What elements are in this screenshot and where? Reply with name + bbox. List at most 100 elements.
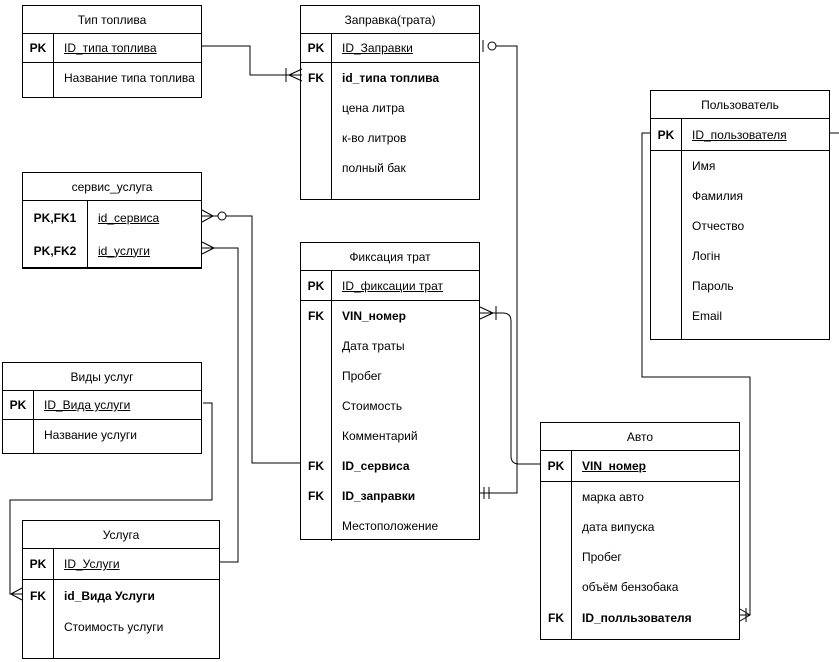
key-label [301, 511, 332, 541]
key-label: PK,FK2 [23, 234, 88, 267]
attr-name: id_сервиса [98, 210, 160, 225]
crow-foot-many [201, 209, 214, 223]
table-row: Фамилия [651, 181, 829, 211]
table-row: PK,FK1 id_сервиса [23, 201, 201, 234]
attr-name: марка авто [582, 490, 644, 504]
key-label [541, 572, 572, 602]
key-label [541, 512, 572, 542]
table-row: Название типа топлива [23, 63, 201, 93]
attr-name: Название услуги [44, 428, 137, 442]
table-row-filler [541, 634, 739, 639]
table-row: PK ID_Услуги [23, 549, 219, 580]
attr-name: Имя [692, 159, 716, 173]
attr-name: Стоимость услуги [64, 620, 164, 634]
key-label [301, 361, 332, 391]
entity-title: Виды услуг [3, 363, 201, 391]
key-label [651, 241, 682, 271]
table-row: марка авто [541, 482, 739, 512]
table-row: Пробег [301, 361, 479, 391]
entity-servis-usluga[interactable]: сервис_услуга PK,FK1 id_сервиса PK,FK2 i… [22, 172, 202, 269]
table-row-filler [23, 93, 201, 97]
key-label: PK [541, 451, 572, 481]
key-label: FK [301, 63, 332, 93]
attr-name: ID_фиксации трат [342, 278, 443, 293]
attr-name: Отчество [692, 219, 745, 233]
table-row: PK ID_фиксации трат [301, 271, 479, 301]
relationship-fiksacia-avto-vin[interactable] [479, 306, 540, 465]
relationship-zapravka-fiksacia[interactable] [480, 40, 518, 499]
table-row: Дата траты [301, 331, 479, 361]
key-label [651, 181, 682, 211]
key-label [301, 153, 332, 183]
table-row: FK ID_заправки [301, 481, 479, 511]
attr-name: id_Вида Услуги [64, 589, 155, 603]
key-label: PK [651, 119, 682, 150]
cardinality-one-one-bars [483, 487, 490, 499]
table-row-filler [23, 642, 219, 658]
key-label: FK [301, 451, 332, 481]
entity-vidy-uslug[interactable]: Виды услуг PK ID_Вида услуги Название ус… [2, 362, 202, 454]
table-row: FK id_Вида Услуги [23, 580, 219, 612]
attr-name: Пробег [342, 369, 382, 383]
key-label: PK [23, 549, 54, 579]
attr-name: Фамилия [692, 189, 743, 203]
table-row: PK ID_пользователя [651, 119, 829, 151]
attr-name: id_типа топлива [342, 71, 440, 85]
key-label [651, 211, 682, 241]
cardinality-zero-circle [217, 211, 227, 221]
entity-fiksacia-trat[interactable]: Фиксация трат PK ID_фиксации трат FK VIN… [300, 242, 480, 541]
attr-name: ID_типа топлива [64, 41, 157, 55]
table-row: PK ID_Заправки [301, 34, 479, 63]
key-label [23, 63, 54, 93]
table-row: PK ID_типа топлива [23, 34, 201, 63]
attr-name: Логін [692, 249, 721, 263]
attr-name: ID_сервиса [342, 459, 410, 473]
relationship-fuel-type-zapravka[interactable] [202, 45, 303, 82]
table-row: FK id_типа топлива [301, 63, 479, 93]
table-row: Пробег [541, 542, 739, 572]
attr-name: Стоимость [342, 399, 403, 413]
key-label [301, 93, 332, 123]
entity-polzovatel[interactable]: Пользователь PK ID_пользователя Имя Фами… [650, 90, 830, 340]
table-row: FK ID_полльзователя [541, 602, 739, 634]
table-row-filler [3, 450, 201, 453]
attr-name: ID_Заправки [342, 41, 413, 55]
table-row: FK VIN_номер [301, 301, 479, 331]
key-label [541, 542, 572, 572]
key-label: PK,FK1 [23, 201, 88, 234]
table-row: Комментарий [301, 421, 479, 451]
entity-title: Заправка(трата) [301, 6, 479, 34]
key-label [301, 421, 332, 451]
table-row: Стоимость услуги [23, 612, 219, 642]
key-label: PK [3, 391, 34, 419]
relationship-usluga-servis-usluga[interactable] [201, 241, 239, 563]
entity-usluga[interactable]: Услуга PK ID_Услуги FK id_Вида Услуги Ст… [22, 520, 220, 659]
key-label [651, 151, 682, 181]
key-label: FK [301, 481, 332, 511]
key-label: FK [301, 301, 332, 331]
table-row: PK VIN_номер [541, 451, 739, 482]
entity-title: Услуга [23, 521, 219, 549]
key-label [301, 331, 332, 361]
attr-name: объём бензобака [582, 580, 679, 594]
attr-name: полный бак [342, 161, 406, 175]
attr-name: к-во литров [342, 131, 407, 145]
crow-foot-many [739, 608, 751, 622]
attr-name: VIN_номер [582, 459, 646, 473]
entity-zapravka[interactable]: Заправка(трата) PK ID_Заправки FK id_тип… [300, 5, 480, 200]
relationship-servis-usluga-fiksacia[interactable] [201, 209, 300, 464]
table-row: Логін [651, 241, 829, 271]
entity-title: Авто [541, 423, 739, 451]
key-label [23, 612, 54, 642]
attr-name: Название типа топлива [64, 71, 195, 85]
attr-name: id_услуги [98, 243, 150, 258]
entity-fuel-type[interactable]: Тип топлива PK ID_типа топлива Название … [22, 5, 202, 98]
entity-avto[interactable]: Авто PK VIN_номер марка авто дата випуск… [540, 422, 740, 640]
attr-name: Email [692, 309, 723, 323]
table-row: дата випуска [541, 512, 739, 542]
table-row: Отчество [651, 211, 829, 241]
key-label [301, 123, 332, 153]
attr-name: дата випуска [582, 520, 655, 534]
attr-name: ID_Вида услуги [44, 398, 131, 412]
key-label [651, 301, 682, 331]
